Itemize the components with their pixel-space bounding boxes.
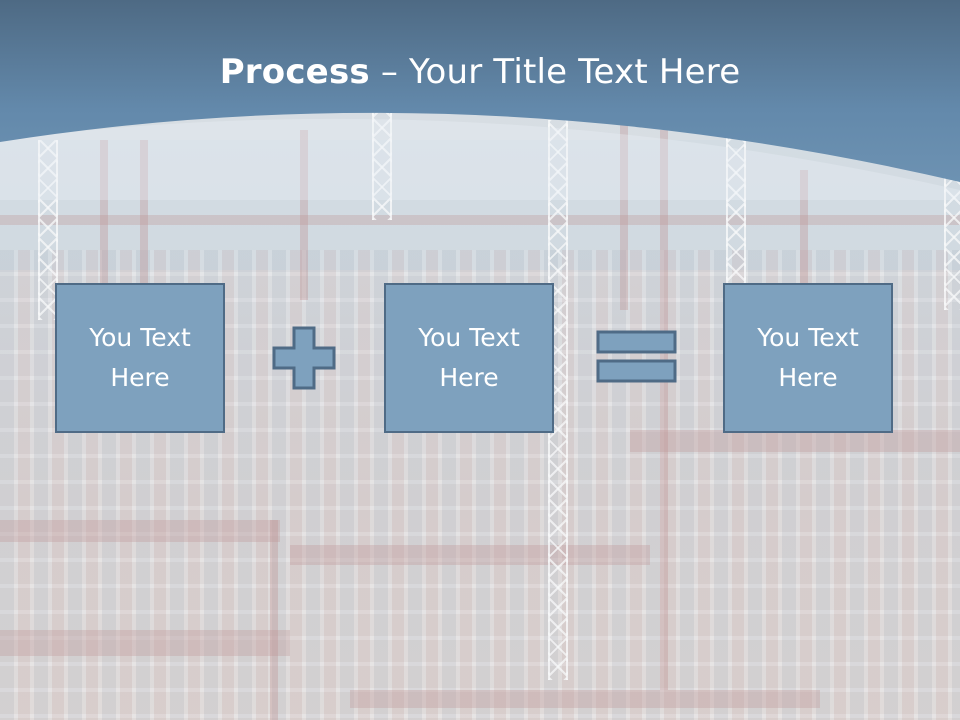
crane-leg (270, 520, 278, 720)
crane-leg (620, 120, 628, 310)
header-band (0, 0, 960, 200)
lattice-crane (38, 140, 58, 320)
crane-leg (300, 130, 308, 300)
crane-leg (660, 130, 668, 690)
plus-icon (272, 326, 336, 390)
gantry-beam (0, 215, 960, 225)
crane-leg (140, 140, 148, 300)
step-1-text: You Text Here (89, 323, 191, 392)
process-step-3[interactable]: You Text Here (723, 283, 893, 433)
title-bold: Process (219, 52, 370, 92)
lattice-crane (372, 110, 392, 220)
gantry-beam (0, 520, 280, 542)
title-rest: – Your Title Text Here (369, 52, 741, 92)
equals-icon (596, 330, 677, 383)
crane-leg (100, 140, 108, 300)
step-3-text: You Text Here (757, 323, 859, 392)
gantry-beam (0, 630, 290, 656)
crane-leg (800, 170, 808, 290)
lattice-crane (726, 135, 746, 285)
slide-title: Process – Your Title Text Here (0, 52, 960, 92)
process-step-1[interactable]: You Text Here (55, 283, 225, 433)
gantry-beam (350, 690, 820, 708)
step-2-text: You Text Here (418, 323, 520, 392)
gantry-beam (630, 430, 960, 452)
lattice-crane (944, 170, 960, 310)
harbor-water (0, 140, 960, 270)
process-step-2[interactable]: You Text Here (384, 283, 554, 433)
